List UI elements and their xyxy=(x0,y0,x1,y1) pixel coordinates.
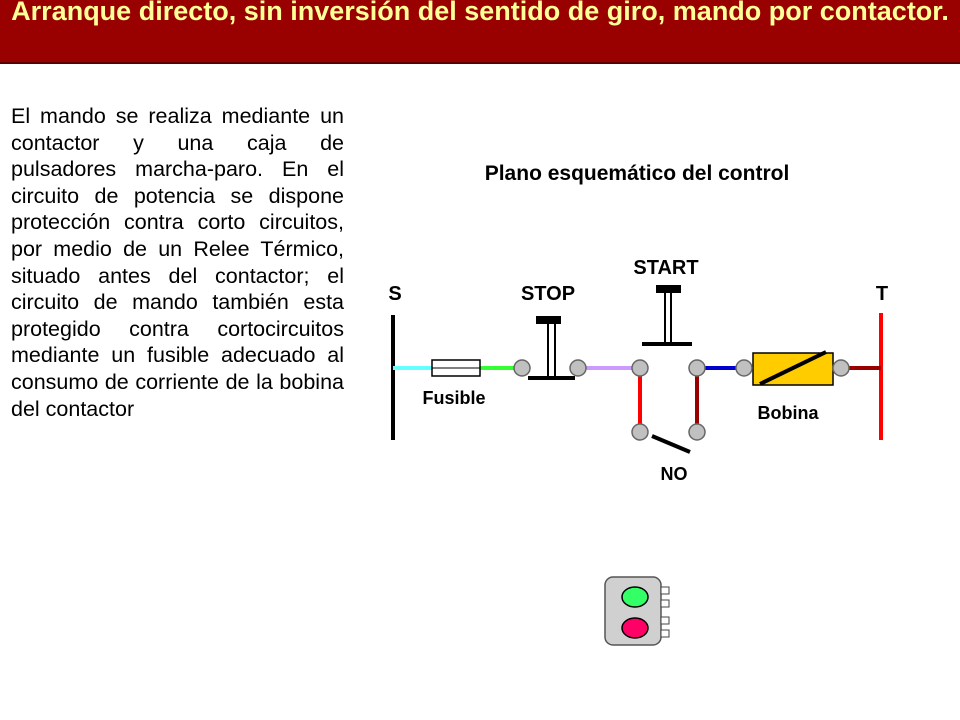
stop-lamp-button xyxy=(621,617,649,639)
slide-title: Arranque directo, sin inversión del sent… xyxy=(11,0,949,26)
stop-pushbutton xyxy=(528,316,575,380)
label-bobina: Bobina xyxy=(758,403,820,423)
screw-terminals xyxy=(660,586,670,638)
label-start: START xyxy=(633,257,698,279)
coil xyxy=(752,350,834,386)
terminal xyxy=(688,359,706,377)
label-s: S xyxy=(388,283,401,305)
label-t: T xyxy=(876,283,888,305)
terminal xyxy=(569,359,587,377)
label-no: NO xyxy=(661,464,688,484)
start-lamp-button xyxy=(621,586,649,608)
label-fusible: Fusible xyxy=(422,388,485,408)
terminals xyxy=(513,359,850,441)
pushbutton-station xyxy=(604,576,670,646)
label-stop: STOP xyxy=(521,283,575,305)
description-paragraph: El mando se realiza mediante un contacto… xyxy=(11,104,344,421)
no-contact-blade xyxy=(651,434,691,454)
terminal xyxy=(688,423,706,441)
terminal xyxy=(735,359,753,377)
diagram-heading: Plano esquemático del control xyxy=(485,162,790,185)
terminal xyxy=(513,359,531,377)
title-bar: Arranque directo, sin inversión del sent… xyxy=(0,0,960,64)
start-pushbutton xyxy=(642,285,692,346)
terminal xyxy=(631,359,649,377)
terminal xyxy=(631,423,649,441)
terminal xyxy=(832,359,850,377)
